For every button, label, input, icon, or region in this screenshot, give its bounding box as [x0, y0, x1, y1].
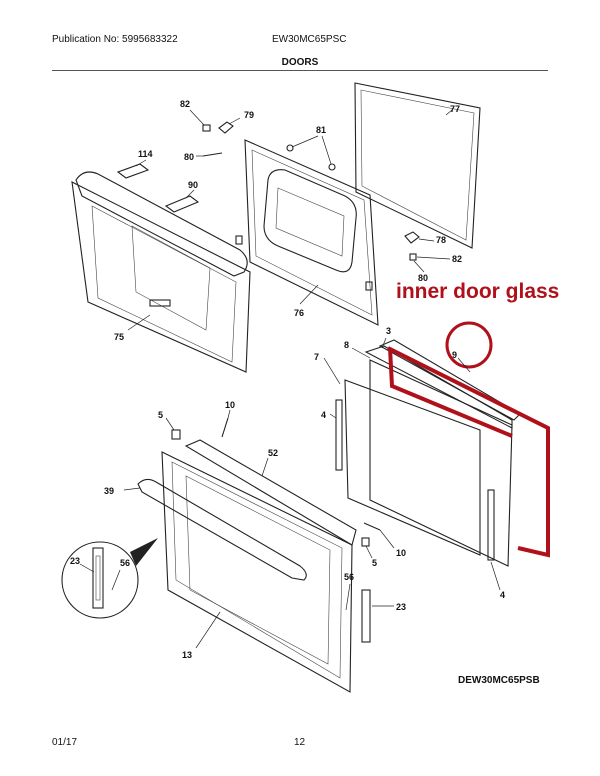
callout-13: 13 — [182, 650, 192, 660]
part-7-glass — [344, 379, 481, 556]
callout-79: 79 — [244, 110, 254, 120]
hinge-parts-upper — [189, 109, 451, 273]
callout-80b: 80 — [418, 273, 428, 283]
part-77-frame — [354, 82, 481, 249]
callout-75: 75 — [114, 332, 124, 342]
callout-7: 7 — [314, 352, 319, 362]
footer-date: 01/17 — [52, 737, 78, 748]
callout-81: 81 — [316, 125, 326, 135]
inner-door-glass-highlight — [387, 321, 550, 558]
inner-door-glass-annotation: inner door glass — [396, 280, 559, 303]
callout-23a: 23 — [70, 556, 80, 566]
callout-56a: 56 — [120, 558, 130, 568]
callout-39: 39 — [104, 486, 114, 496]
callout-3: 3 — [386, 326, 391, 336]
part-52-top-vent — [184, 439, 357, 546]
callout-80a: 80 — [184, 152, 194, 162]
glass-stack — [323, 337, 521, 591]
callout-56b: 56 — [344, 572, 354, 582]
callout-82b: 82 — [452, 254, 462, 264]
callout-5b: 5 — [372, 558, 377, 568]
callout-4b: 4 — [500, 590, 505, 600]
part-39-handle — [137, 478, 307, 581]
callout-5a: 5 — [158, 410, 163, 420]
callout-114: 114 — [138, 149, 153, 159]
header-rule — [52, 70, 548, 71]
callout-8: 8 — [344, 340, 349, 350]
callout-78: 78 — [436, 235, 446, 245]
hinge-detail-callout — [61, 538, 158, 619]
callout-82a: 82 — [180, 99, 190, 109]
callout-4a: 4 — [321, 410, 326, 420]
callout-labels: 82 79 80 81 77 114 90 78 82 80 76 75 3 8… — [70, 99, 505, 660]
callout-10a: 10 — [225, 400, 235, 410]
callout-90: 90 — [188, 180, 198, 190]
part-75-drawer-front — [71, 159, 251, 373]
part-76-inner-panel — [235, 139, 379, 326]
callout-52: 52 — [268, 448, 278, 458]
footer-page-number: 12 — [294, 737, 306, 748]
callout-76: 76 — [294, 308, 304, 318]
part-3-trim — [364, 345, 513, 429]
diagram-model-code: DEW30MC65PSB — [458, 675, 540, 686]
callout-9: 9 — [452, 350, 457, 360]
hinge-parts-lower — [165, 409, 395, 643]
callout-77: 77 — [450, 104, 460, 114]
section-title: DOORS — [281, 57, 319, 68]
model-number: EW30MC65PSC — [272, 34, 347, 45]
part-13-outer-door — [123, 439, 357, 693]
highlight-circle — [445, 321, 493, 369]
callout-10b: 10 — [396, 548, 406, 558]
publication-number: Publication No: 5995683322 — [52, 34, 178, 45]
callout-23b: 23 — [396, 602, 406, 612]
